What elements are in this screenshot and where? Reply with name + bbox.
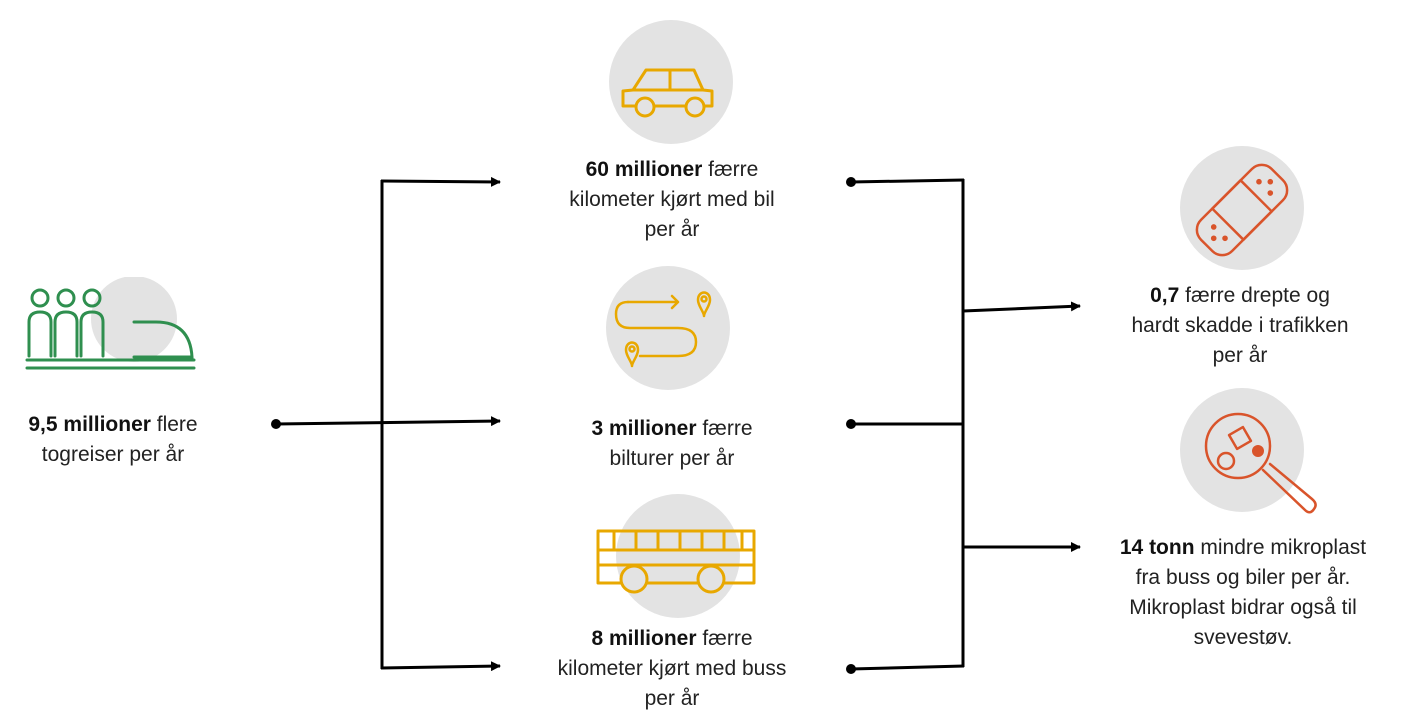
bus-text-3: per år [644, 687, 700, 710]
train-passengers-icon [24, 277, 200, 381]
car-icon [608, 20, 736, 148]
arrow-to-safety [962, 301, 1081, 313]
bandage-icon [1178, 146, 1306, 274]
bus-value: 8 millioner [591, 627, 697, 650]
bus-text-2: kilometer kjørt med buss [557, 657, 787, 680]
microplastic-text-3: Mikroplast bidrar også til [1129, 596, 1357, 619]
arrow-to-car [380, 176, 501, 187]
bus-text-1: færre [696, 627, 753, 650]
safety-label: 0,7 færre drepte og hardt skadde i trafi… [1095, 281, 1385, 371]
source-text-2: togreiser per år [41, 443, 185, 466]
car-connector [850, 178, 965, 184]
safety-text-1: færre drepte og [1179, 284, 1330, 307]
source-arrow [275, 416, 501, 427]
microplastic-text-2: fra buss og biler per år. [1135, 566, 1351, 589]
microplastic-value: 14 tonn [1119, 536, 1195, 559]
microplastic-icon [1180, 388, 1320, 516]
car-text-2: kilometer kjørt med bil [569, 188, 775, 211]
microplastic-text-1: mindre mikroplast [1194, 536, 1367, 559]
car-text-1: færre [702, 158, 759, 181]
route-text-2: bilturer per år [609, 447, 735, 470]
car-label: 60 millioner færre kilometer kjørt med b… [520, 155, 824, 245]
route-label: 3 millioner færre bilturer per år [520, 414, 824, 474]
bus-icon [596, 494, 756, 622]
microplastic-text-4: svevestøv. [1193, 626, 1293, 649]
car-value: 60 millioner [585, 158, 703, 181]
route-icon [604, 266, 738, 394]
bus-connector [850, 664, 965, 671]
route-value: 3 millioner [591, 417, 697, 440]
source-value: 9,5 millioner [28, 413, 151, 436]
route-text-1: færre [696, 417, 753, 440]
microplastic-label: 14 tonn mindre mikroplast fra buss og bi… [1090, 533, 1396, 653]
safety-text-3: per år [1212, 344, 1268, 367]
source-label: 9,5 millioner flere togreiser per år [0, 410, 226, 470]
bus-label: 8 millioner færre kilometer kjørt med bu… [520, 624, 824, 714]
arrow-to-bus [380, 661, 501, 672]
safety-value: 0,7 [1150, 284, 1180, 307]
car-text-3: per år [644, 218, 700, 241]
safety-text-2: hardt skadde i trafikken [1131, 314, 1349, 337]
source-text-1: flere [150, 413, 198, 436]
